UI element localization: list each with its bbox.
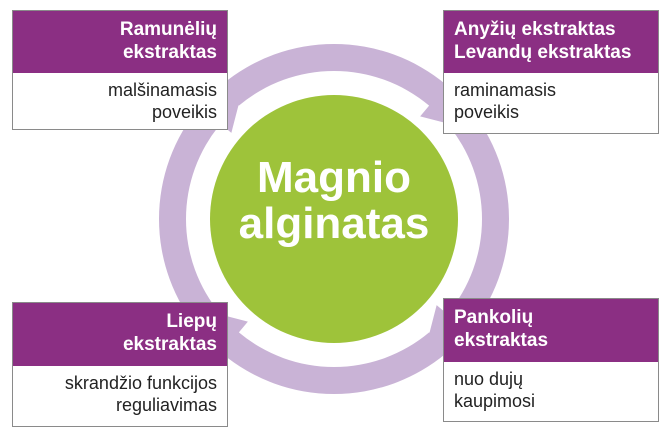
center-title-line1: Magnio bbox=[257, 153, 411, 202]
box-bottom-left-header: Liepų ekstraktas bbox=[13, 303, 227, 366]
box-top-left-header-line2: ekstraktas bbox=[122, 42, 217, 63]
cycle-arrow-1 bbox=[221, 44, 468, 129]
box-top-right-header-line1: Anyžių ekstraktas bbox=[454, 19, 616, 40]
box-top-left: Ramunėlių ekstraktas malšinamasis poveik… bbox=[12, 10, 228, 130]
box-bottom-right-header: Pankolių ekstraktas bbox=[444, 299, 658, 362]
box-top-right-body-line1: raminamasis bbox=[454, 80, 557, 100]
box-bottom-right-body-line2: kaupimosi bbox=[454, 391, 536, 411]
box-top-right-body-line2: poveikis bbox=[454, 102, 520, 122]
box-top-right-header: Anyžių ekstraktas Levandų ekstraktas bbox=[444, 11, 658, 73]
box-top-left-body-line1: malšinamasis bbox=[107, 80, 217, 100]
cycle-arrow-4 bbox=[158, 85, 244, 332]
box-bottom-right: Pankolių ekstraktas nuo dujų kaupimosi bbox=[443, 298, 659, 422]
center-title-line2: alginatas bbox=[238, 199, 430, 248]
box-top-left-header: Ramunėlių ekstraktas bbox=[13, 11, 227, 73]
box-bottom-right-header-line1: Pankolių bbox=[454, 307, 534, 328]
box-bottom-right-body: nuo dujų kaupimosi bbox=[444, 362, 658, 418]
box-bottom-left-header-line1: Liepų bbox=[166, 311, 217, 332]
cycle-arrow-2 bbox=[424, 106, 509, 353]
box-bottom-right-body-line1: nuo dujų bbox=[454, 369, 524, 389]
cycle-arrow-3 bbox=[200, 309, 447, 394]
box-bottom-right-header-line2: ekstraktas bbox=[454, 330, 549, 351]
box-bottom-left-body-line1: skrandžio funkcijos bbox=[64, 373, 217, 393]
box-top-right: Anyžių ekstraktas Levandų ekstraktas ram… bbox=[443, 10, 659, 134]
box-bottom-left-body-line2: reguliavimas bbox=[115, 395, 217, 415]
box-bottom-left-header-line2: ekstraktas bbox=[122, 334, 217, 355]
box-bottom-left-body: skrandžio funkcijos reguliavimas bbox=[13, 366, 227, 422]
box-top-right-body: raminamasis poveikis bbox=[444, 73, 658, 129]
center-circle bbox=[210, 95, 458, 343]
cycle-ring bbox=[158, 44, 509, 394]
box-top-left-body-line2: poveikis bbox=[151, 102, 217, 122]
box-top-left-body: malšinamasis poveikis bbox=[13, 73, 227, 129]
box-bottom-left: Liepų ekstraktas skrandžio funkcijos reg… bbox=[12, 302, 228, 427]
box-top-right-header-line2: Levandų ekstraktas bbox=[454, 42, 632, 63]
center-title: Magnio alginatas bbox=[205, 155, 463, 247]
box-top-left-header-line1: Ramunėlių bbox=[119, 19, 217, 40]
